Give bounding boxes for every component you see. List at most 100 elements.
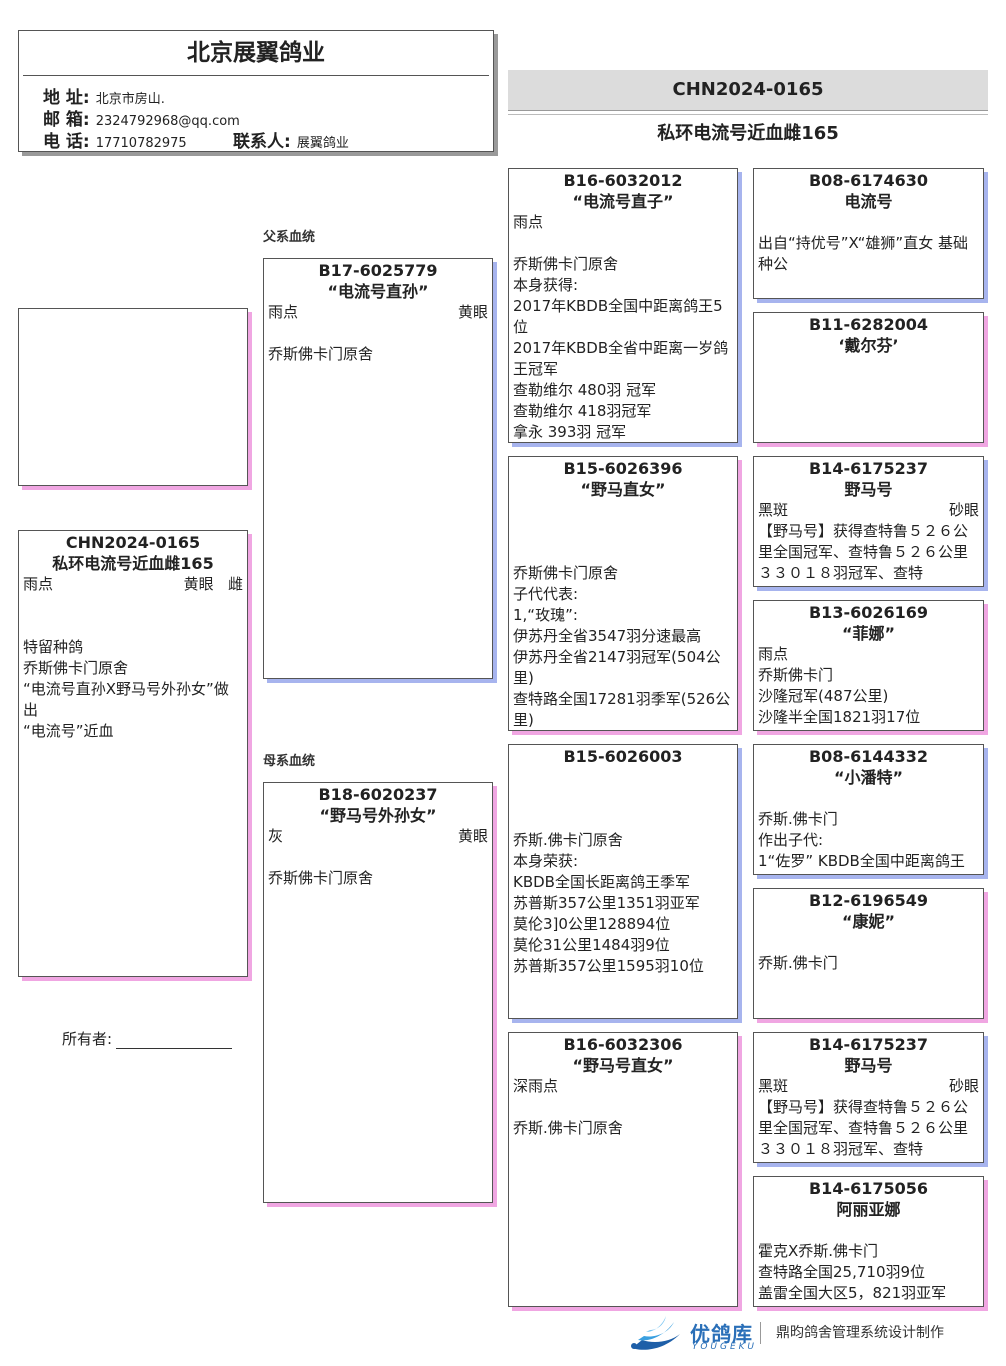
sire-ring: B17-6025779: [318, 261, 438, 280]
dam-description: 乔斯佛卡门原舍: [268, 869, 374, 887]
ggp4-description: 雨点 乔斯佛卡门 沙隆冠军(487公里) 沙隆半全国1821羽17位: [758, 645, 921, 726]
address-label: 地 址:: [43, 88, 90, 108]
dam-card: B18-6020237 “野马号外孙女” 灰 黄眼 乔斯佛卡门原舍: [263, 782, 493, 1203]
ggp2-ring: B11-6282004: [808, 315, 929, 334]
contact-label: 联系人:: [233, 132, 291, 152]
ggp2-card: B11-6282004 ‘戴尔芬’: [753, 312, 984, 443]
sire-traits: 雨点 黄眼: [264, 302, 492, 323]
ggp5-name: “小潘特”: [833, 768, 904, 787]
ggp3-description: 【野马号】获得查特鲁５２６公里全国冠军、查特鲁５２６公里３３０１８羽冠军、查特: [758, 522, 969, 582]
ggp3-traits: 黑斑 砂眼: [754, 500, 983, 521]
ggp3-ring: B14-6175237: [808, 459, 929, 478]
dam-color: 灰: [268, 827, 284, 845]
pigeon-photo: [18, 308, 248, 486]
email-value: 2324792968@qq.com: [95, 114, 240, 129]
subject-eye: 黄眼: [183, 575, 214, 593]
sire-description: 乔斯佛卡门原舍: [268, 345, 374, 363]
subject-ring-heading: CHN2024-0165: [672, 79, 824, 100]
phone-row: 电 话: 17710782975: [43, 127, 187, 152]
heading-divider: [508, 114, 988, 115]
ggp1-name: 电流号: [844, 192, 893, 211]
yougeku-logo-icon: [624, 1312, 688, 1356]
ggp5-card: B08-6144332 “小潘特” 乔斯.佛卡门 作出子代: 1“佐罗” KBD…: [753, 744, 984, 875]
gp2-name: “野马直女”: [580, 480, 666, 499]
ggp8-card: B14-6175056 阿丽亚娜 霍克X乔斯.佛卡门 查特路全国25,710羽9…: [753, 1176, 984, 1307]
ggp8-description: 霍克X乔斯.佛卡门 查特路全国25,710羽9位 盖雷全国大区5，821羽亚军: [758, 1242, 947, 1302]
footer-brand: 优鸽库: [690, 1322, 753, 1346]
grandsire-paternal-card: B16-6032012 “电流号直子” 雨点 乔斯佛卡门原舍 本身获得: 201…: [508, 168, 738, 443]
gp2-ring: B15-6026396: [563, 459, 683, 478]
loft-info-box: 北京展翼鸽业 地 址:北京市房山. 邮 箱:2324792968@qq.com …: [18, 30, 494, 152]
subject-name-heading: 私环电流号近血雌165: [657, 123, 839, 144]
ggp3-card: B14-6175237 野马号 黑斑 砂眼 【野马号】获得查特鲁５２６公里全国冠…: [753, 456, 984, 587]
ggp7-ring: B14-6175237: [808, 1035, 929, 1054]
dam-name: “野马号外孙女”: [319, 806, 437, 825]
contact-row: 联系人: 展翼鸽业: [233, 127, 349, 152]
subject-card: CHN2024-0165 私环电流号近血雌165 雨点 黄眼 雌 特留种鸽 乔斯…: [18, 530, 248, 977]
ggp7-traits: 黑斑 砂眼: [754, 1076, 983, 1097]
gp4-ring: B16-6032306: [563, 1035, 683, 1054]
dam-traits: 灰 黄眼: [264, 826, 492, 847]
ggp4-ring: B13-6026169: [808, 603, 929, 622]
contact-value: 展翼鸽业: [296, 136, 349, 151]
phone-label: 电 话:: [43, 132, 90, 152]
email-label: 邮 箱:: [43, 110, 90, 130]
ggp2-name: ‘戴尔芬’: [838, 336, 899, 355]
owner-field: 所有者:: [62, 1028, 233, 1049]
email-row: 邮 箱: 2324792968@qq.com: [43, 105, 240, 130]
ggp3-color: 黑斑: [758, 501, 789, 519]
gp4-color: 深雨点: [513, 1077, 559, 1095]
ggp8-ring: B14-6175056: [808, 1179, 929, 1198]
ggp1-card: B08-6174630 电流号 出自“持优号”X“雄狮”直女 基础种公: [753, 168, 984, 299]
gp2-description: 乔斯佛卡门原舍 子代代表: 1,“玫瑰”: 伊苏丹全省3547羽分速最高 伊苏丹…: [513, 564, 731, 729]
ggp6-description: 乔斯.佛卡门: [758, 954, 838, 972]
subject-ring-band: CHN2024-0165: [508, 70, 988, 111]
owner-line: [116, 1034, 233, 1049]
gp4-description: 乔斯.佛卡门原舍: [513, 1119, 623, 1137]
ggp7-description: 【野马号】获得查特鲁５２６公里全国冠军、查特鲁５２６公里３３０１８羽冠军、查特: [758, 1098, 969, 1158]
ggp1-description: 出自“持优号”X“雄狮”直女 基础种公: [758, 234, 968, 273]
granddam-paternal-card: B15-6026396 “野马直女” 乔斯佛卡门原舍 子代代表: 1,“玫瑰”:…: [508, 456, 738, 731]
dam-eye: 黄眼: [457, 827, 488, 845]
sire-name: “电流号直孙”: [327, 282, 429, 301]
owner-label: 所有者:: [62, 1030, 113, 1048]
ggp7-eye: 砂眼: [948, 1077, 979, 1095]
address-row: 地 址: 北京市房山.: [43, 83, 165, 108]
ggp7-name: 野马号: [844, 1056, 893, 1075]
gp1-ring: B16-6032012: [563, 171, 683, 190]
ggp4-card: B13-6026169 “菲娜” 雨点 乔斯佛卡门 沙隆冠军(487公里) 沙隆…: [753, 600, 984, 731]
sire-color: 雨点: [268, 303, 299, 321]
subject-description: 特留种鸽 乔斯佛卡门原舍 “电流号直孙X野马号外孙女”做出 “电流号”近血: [23, 638, 229, 740]
subject-traits: 雨点 黄眼 雌: [19, 574, 247, 595]
ggp5-description: 乔斯.佛卡门 作出子代: 1“佐罗” KBDB全国中距离鸽王: [758, 810, 965, 870]
maternal-label: 母系血统: [263, 754, 316, 769]
ggp8-name: 阿丽亚娜: [836, 1200, 901, 1219]
gp1-name: “电流号直子”: [572, 192, 674, 211]
granddam-maternal-card: B16-6032306 “野马号直女” 深雨点 乔斯.佛卡门原舍: [508, 1032, 738, 1307]
subject-ring: CHN2024-0165: [65, 533, 201, 552]
ggp6-card: B12-6196549 “康妮” 乔斯.佛卡门: [753, 888, 984, 1019]
gp1-color: 雨点: [513, 213, 544, 231]
paternal-label: 父系血统: [263, 230, 316, 245]
footer-credit: 鼎昀鸽舍管理系统设计制作: [776, 1325, 944, 1341]
ggp7-color: 黑斑: [758, 1077, 789, 1095]
ggp6-name: “康妮”: [841, 912, 896, 931]
ggp4-name: “菲娜”: [841, 624, 896, 643]
gp1-description: 乔斯佛卡门原舍 本身获得: 2017年KBDB全国中距离鸽王5位 2017年KB…: [513, 255, 729, 441]
subject-color: 雨点: [23, 575, 54, 593]
ggp1-ring: B08-6174630: [808, 171, 929, 190]
ggp7-card: B14-6175237 野马号 黑斑 砂眼 【野马号】获得查特鲁５２６公里全国冠…: [753, 1032, 984, 1163]
subject-sex: 雌: [227, 575, 243, 593]
gp4-name: “野马号直女”: [572, 1056, 674, 1075]
grandsire-maternal-card: B15-6026003 乔斯.佛卡门原舍 本身荣获: KBDB全国长距离鸽王季军…: [508, 744, 738, 1019]
sire-card: B17-6025779 “电流号直孙” 雨点 黄眼 乔斯佛卡门原舍: [263, 258, 493, 679]
address-value: 北京市房山.: [95, 92, 165, 107]
phone-value: 17710782975: [95, 136, 187, 151]
ggp3-eye: 砂眼: [948, 501, 979, 519]
footer-brand-en: YOUGEKU: [692, 1342, 758, 1352]
subject-name: 私环电流号近血雌165: [52, 554, 214, 573]
ggp6-ring: B12-6196549: [808, 891, 929, 910]
ggp5-ring: B08-6144332: [808, 747, 929, 766]
gp3-description: 乔斯.佛卡门原舍 本身荣获: KBDB全国长距离鸽王季军 苏普斯357公里135…: [513, 831, 704, 975]
dam-ring: B18-6020237: [318, 785, 438, 804]
